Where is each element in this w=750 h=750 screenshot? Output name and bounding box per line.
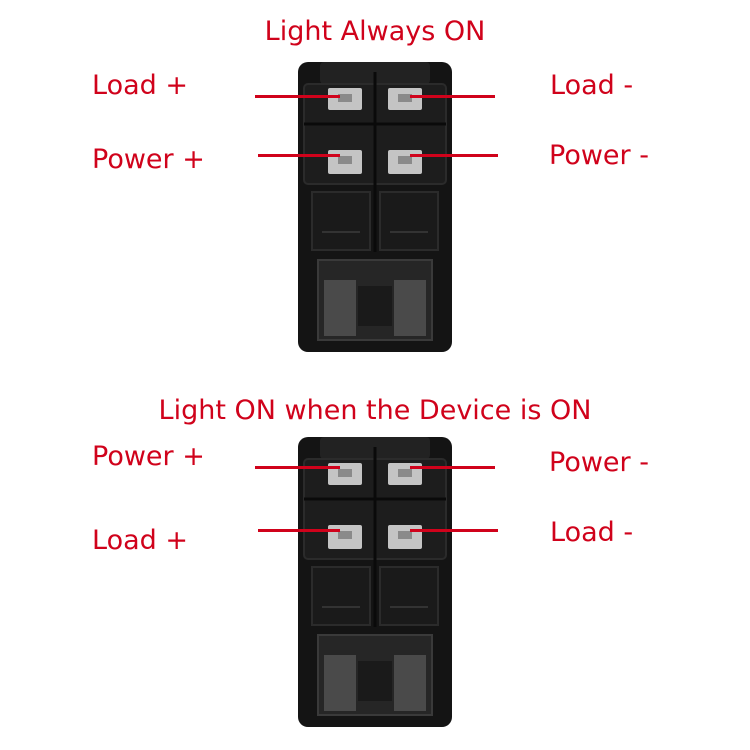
- label-top-right: Power -: [549, 447, 649, 478]
- lead-bottom-right: [410, 154, 498, 157]
- rocker-switch: [290, 62, 460, 352]
- label-top-left: Power +: [92, 441, 205, 472]
- terminal-bottom-left-slot: [338, 531, 352, 539]
- diagram-title: Light ON when the Device is ON: [158, 395, 592, 426]
- switch-mid-left: [311, 566, 371, 626]
- lead-top-right: [410, 466, 495, 469]
- rocker-switch: [290, 437, 460, 727]
- rocker-switch-graphic: [298, 62, 452, 352]
- lead-top-right: [410, 95, 495, 98]
- switch-mid-right: [379, 566, 439, 626]
- terminal-top-right-slot: [398, 469, 412, 477]
- rocker-switch-graphic: [298, 437, 452, 727]
- terminal-top-right-slot: [398, 94, 412, 102]
- terminal-bottom-left-slot: [338, 156, 352, 164]
- label-bottom-left: Power +: [92, 144, 205, 175]
- switch-lower-clip-right: [394, 280, 426, 336]
- lead-bottom-left: [258, 154, 340, 157]
- diagram-title: Light Always ON: [264, 16, 486, 47]
- switch-lower-slot: [358, 661, 392, 701]
- terminal-top-left-slot: [338, 94, 352, 102]
- label-top-left: Load +: [92, 70, 188, 101]
- switch-lower-clip-left: [324, 280, 356, 336]
- wiring-diagram-device-on: Light ON when the Device is ON Power + P…: [0, 375, 750, 750]
- terminal-bottom-right-slot: [398, 531, 412, 539]
- switch-lower-slot: [358, 286, 392, 326]
- switch-mid-right: [379, 191, 439, 251]
- terminal-bottom-right-slot: [398, 156, 412, 164]
- label-bottom-right: Power -: [549, 140, 649, 171]
- lead-top-left: [255, 95, 340, 98]
- terminal-top-left-slot: [338, 469, 352, 477]
- label-bottom-left: Load +: [92, 525, 188, 556]
- label-top-right: Load -: [550, 70, 634, 101]
- switch-lower-clip-left: [324, 655, 356, 711]
- wiring-diagram-always-on: Light Always ON Load + Load - Power + Po…: [92, 16, 649, 352]
- lead-bottom-right: [410, 529, 498, 532]
- lead-top-left: [255, 466, 340, 469]
- switch-mid-left: [311, 191, 371, 251]
- label-bottom-right: Load -: [550, 517, 634, 548]
- switch-lower-clip-right: [394, 655, 426, 711]
- lead-bottom-left: [258, 529, 340, 532]
